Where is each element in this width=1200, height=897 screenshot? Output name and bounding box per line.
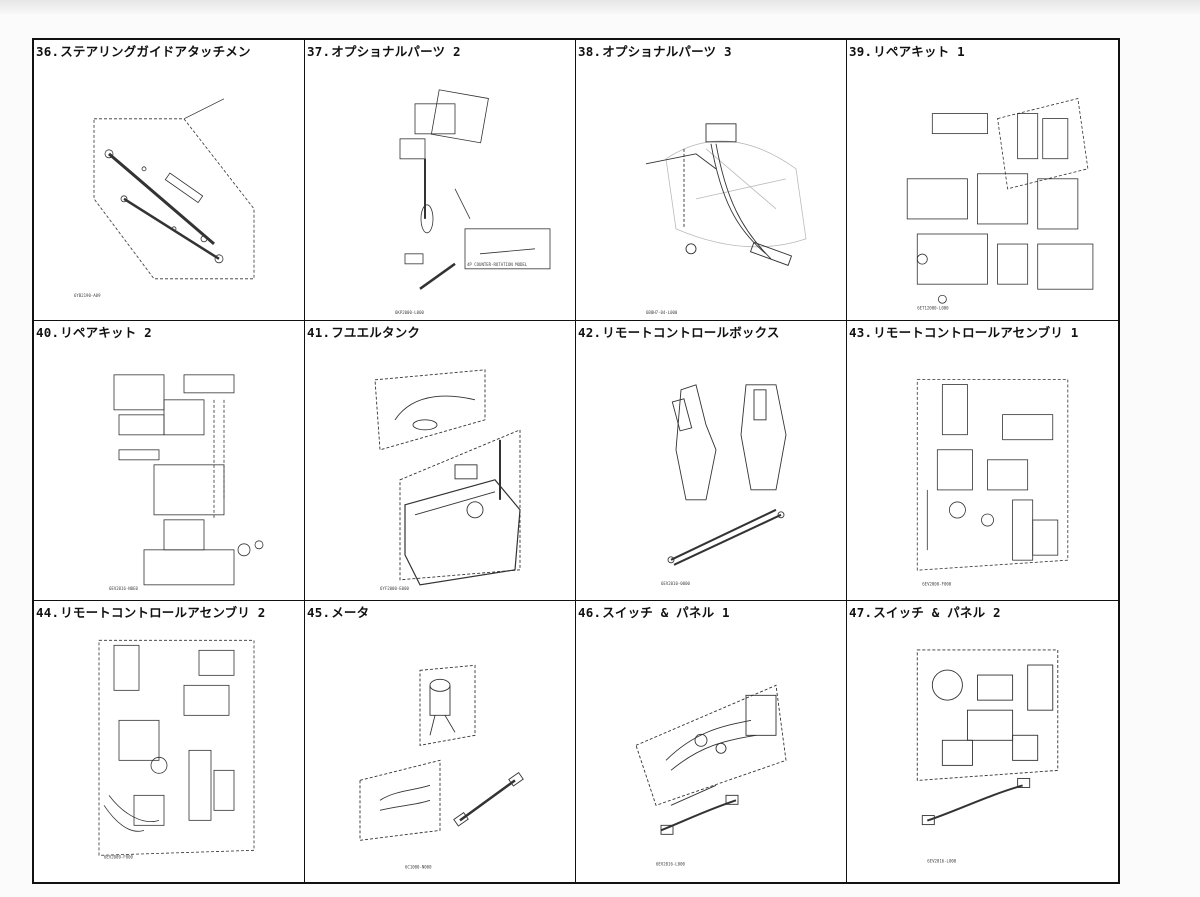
scanner-edge xyxy=(0,0,1200,14)
cell-title: 39.リペアキット 1 xyxy=(849,41,965,60)
steering-guide-diagram: 6YB2190-A09 xyxy=(34,58,304,320)
cell-label: オプショナルパーツ 2 xyxy=(331,44,461,59)
svg-text:6EV2016-N0E0: 6EV2016-N0E0 xyxy=(109,585,138,590)
svg-text:6C1000-N000: 6C1000-N000 xyxy=(405,865,432,870)
cell-number: 39. xyxy=(849,44,873,59)
cell-title: 37.オプショナルパーツ 2 xyxy=(307,41,461,60)
catalog-cell-45: 45.メータ 6C1000-N000 xyxy=(305,601,576,882)
catalog-cell-39: 39.リペアキット 1 6ET12000-L000 xyxy=(847,40,1118,321)
cell-title: 45.メータ xyxy=(307,602,369,621)
cell-title: 47.スイッチ & パネル 2 xyxy=(849,602,1001,621)
catalog-cell-43: 43.リモートコントロールアセンブリ 1 6EV2000-F000 xyxy=(847,321,1118,602)
remote-control-assembly-1-diagram: 6EV2000-F000 xyxy=(847,339,1118,601)
cell-number: 44. xyxy=(36,605,60,621)
catalog-cell-44: 44.リモートコントロールアセンブリ 2 6EV2000-F000 xyxy=(34,601,305,882)
catalog-cell-47: 47.スイッチ & パネル 2 6EV2016-L000 xyxy=(847,601,1118,882)
svg-text:6YF2000-E000: 6YF2000-E000 xyxy=(380,585,409,590)
parts-catalog-grid: 36.ステアリングガイドアタッチメン 6YB2190-A09 37.オプ xyxy=(32,38,1120,884)
cell-label: スイッチ & パネル 2 xyxy=(873,605,1001,621)
switch-panel-1-diagram: 6EV2016-L000 xyxy=(576,619,846,882)
svg-text:6EV2010-0000: 6EV2010-0000 xyxy=(661,580,690,585)
remote-control-assembly-2-diagram: 6EV2000-F000 xyxy=(34,619,304,882)
catalog-cell-41: 41.フユエルタンク 6YF2000-E000 xyxy=(305,320,576,602)
cell-number: 38. xyxy=(578,44,602,59)
cell-title: 44.リモートコントロールアセンブリ 2 xyxy=(36,602,266,621)
cell-title: 46.スイッチ & パネル 1 xyxy=(578,602,730,621)
svg-text:6ET12000-L000: 6ET12000-L000 xyxy=(917,305,949,310)
switch-panel-2-diagram: 6EV2016-L000 xyxy=(847,619,1118,882)
cell-title: 41.フユエルタンク xyxy=(307,322,420,341)
svg-text:6EV2016-L000: 6EV2016-L000 xyxy=(656,862,685,867)
cell-label: ステアリングガイドアタッチメン xyxy=(60,44,251,59)
svg-text:6EV2000-F000: 6EV2000-F000 xyxy=(104,855,133,860)
catalog-cell-40: 40.リペアキット 2 6EV2016-N0E0 xyxy=(34,320,305,602)
svg-text:6EV2000-F000: 6EV2000-F000 xyxy=(922,581,951,586)
repair-kit-2-diagram: 6EV2016-N0E0 xyxy=(34,339,304,601)
remote-control-box-diagram: 6EV2010-0000 xyxy=(576,339,846,601)
meter-diagram: 6C1000-N000 xyxy=(305,619,575,882)
cell-number: 37. xyxy=(307,44,331,59)
cell-title: 42.リモートコントロールボックス xyxy=(578,322,780,341)
cell-label: リペアキット 1 xyxy=(873,44,965,59)
cell-label: リモートコントロールアセンブリ 1 xyxy=(873,324,1079,340)
cell-title: 36.ステアリングガイドアタッチメン xyxy=(36,41,251,60)
svg-text:6KP2000-L000: 6KP2000-L000 xyxy=(395,310,424,315)
svg-text:6EV2016-L000: 6EV2016-L000 xyxy=(927,859,956,864)
optional-parts-2-diagram: 4P COUNTER-ROTATION MODEL 6KP2000-L000 xyxy=(305,58,575,320)
cell-number: 46. xyxy=(578,605,602,621)
cell-number: 42. xyxy=(578,324,602,340)
catalog-cell-37: 37.オプショナルパーツ 2 4P COUNTER-ROTATION MODEL xyxy=(305,40,576,321)
cell-label: オプショナルパーツ 3 xyxy=(602,44,732,59)
cell-number: 43. xyxy=(849,324,873,340)
catalog-cell-46: 46.スイッチ & パネル 1 6EV2016-L000 xyxy=(576,601,847,882)
svg-text:6YB2190-A09: 6YB2190-A09 xyxy=(74,293,101,298)
cell-number: 45. xyxy=(307,605,331,621)
cell-label: リペアキット 2 xyxy=(60,324,152,340)
catalog-cell-36: 36.ステアリングガイドアタッチメン 6YB2190-A09 xyxy=(34,40,305,321)
fuel-tank-diagram: 6YF2000-E000 xyxy=(305,339,575,601)
cell-label: リモートコントロールボックス xyxy=(602,324,780,340)
repair-kit-1-diagram: 6ET12000-L000 xyxy=(847,58,1118,320)
svg-text:4P COUNTER-ROTATION MODEL: 4P COUNTER-ROTATION MODEL xyxy=(467,262,528,267)
cell-label: スイッチ & パネル 1 xyxy=(602,605,730,621)
catalog-cell-42: 42.リモートコントロールボックス 6EV2010-0000 xyxy=(576,320,847,602)
cell-number: 36. xyxy=(36,44,60,59)
svg-text:6B8H7-04-L000: 6B8H7-04-L000 xyxy=(646,310,678,315)
cell-title: 43.リモートコントロールアセンブリ 1 xyxy=(849,322,1079,341)
optional-parts-3-diagram: 6B8H7-04-L000 xyxy=(576,58,846,320)
cell-number: 47. xyxy=(849,605,873,621)
cell-label: メータ xyxy=(331,605,370,621)
catalog-cell-38: 38.オプショナルパーツ 3 6B8H7-04-L000 xyxy=(576,40,847,321)
cell-number: 40. xyxy=(36,324,60,340)
cell-title: 38.オプショナルパーツ 3 xyxy=(578,41,732,60)
cell-number: 41. xyxy=(307,324,331,340)
cell-label: フユエルタンク xyxy=(331,324,421,340)
cell-label: リモートコントロールアセンブリ 2 xyxy=(60,605,266,621)
cell-title: 40.リペアキット 2 xyxy=(36,322,152,341)
